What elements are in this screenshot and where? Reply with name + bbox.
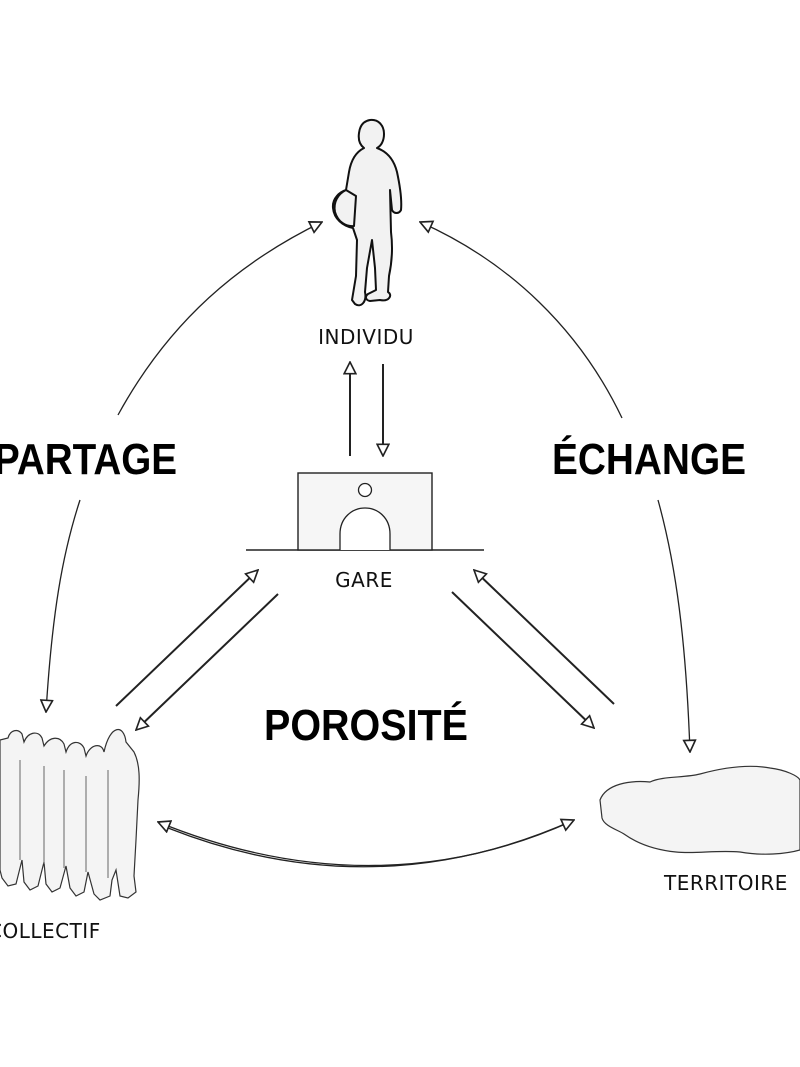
node-label-individu: INDIVIDU — [318, 325, 414, 349]
station-building-icon — [246, 472, 484, 551]
arrow-territoire-to-gare — [474, 570, 615, 705]
arc-collectif-to-territoire — [167, 820, 574, 868]
arrow-collectif-to-gare — [115, 570, 258, 707]
node-label-collectif: COLLECTIF — [0, 919, 101, 943]
concept-label-echange: ÉCHANGE — [552, 434, 746, 484]
concept-label-porosite: POROSITÉ — [264, 700, 468, 750]
person-silhouette-icon — [331, 118, 403, 307]
arc-right-to-territoire — [657, 499, 690, 752]
node-label-territoire: TERRITOIRE — [663, 871, 788, 895]
arc-territoire-to-collectif — [158, 822, 571, 867]
node-label-gare: GARE — [335, 568, 393, 592]
concept-label-partage: PARTAGE — [0, 435, 177, 484]
group-silhouette-icon — [0, 729, 140, 901]
land-area-icon — [599, 765, 800, 855]
arrow-gare-to-territoire — [451, 591, 594, 728]
arc-right-to-individu — [420, 222, 623, 419]
arc-left-to-collectif — [46, 499, 81, 712]
arrow-gare-to-collectif — [136, 593, 279, 730]
arc-individu-to-left — [117, 222, 322, 416]
